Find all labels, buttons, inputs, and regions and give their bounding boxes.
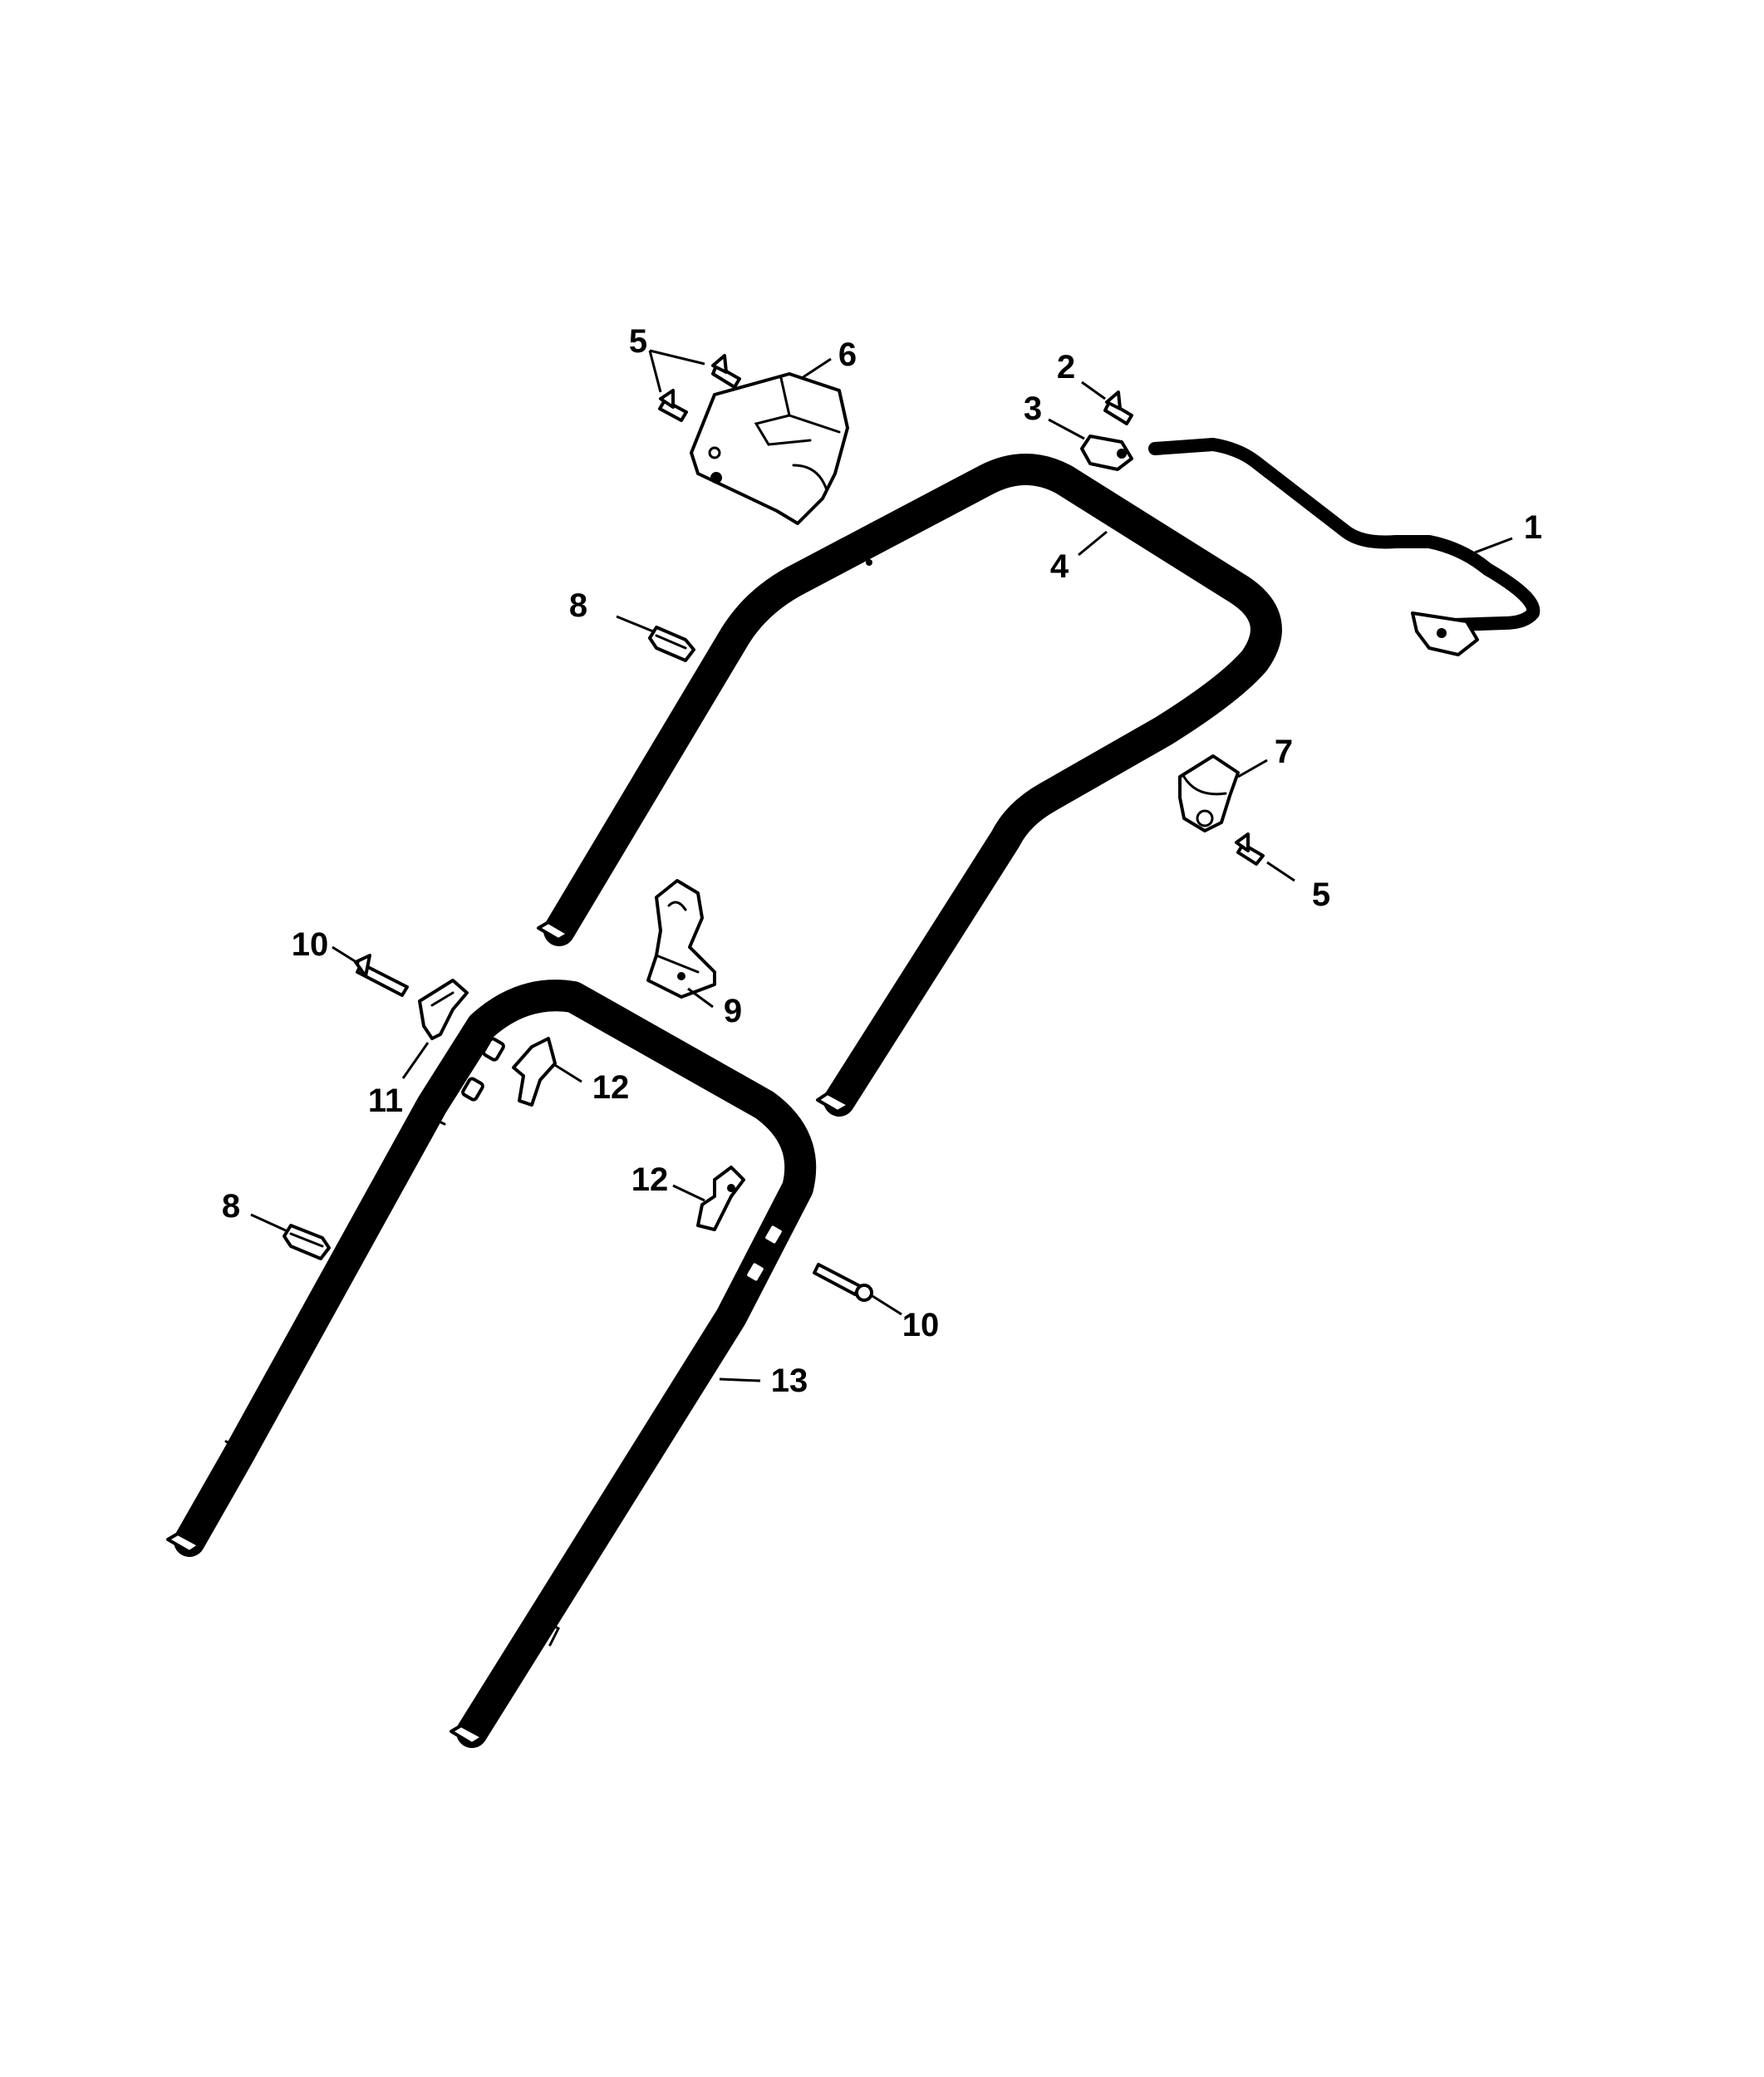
knob-part-12-lower: [696, 1166, 745, 1231]
callout-12a-label: 12: [592, 1069, 630, 1106]
callout-3-label: 3: [1024, 390, 1042, 427]
callout-9-label: 9: [724, 993, 742, 1029]
clip-part-11: [418, 979, 469, 1040]
callout-10a-label: 10: [292, 926, 329, 963]
callout-2: 2: [1057, 349, 1106, 400]
cover-part-6: [690, 372, 849, 525]
upper-handle-bar: [537, 454, 1282, 1117]
callout-4: 4: [1050, 530, 1108, 585]
screw-part-5-b: [658, 389, 688, 422]
callout-1-label: 1: [1524, 509, 1542, 546]
bracket-part-9: [646, 879, 716, 999]
callout-8a-label: 8: [569, 587, 587, 624]
callout-5a: 5: [629, 323, 705, 393]
callout-8b-label: 8: [222, 1188, 240, 1225]
callout-13-label: 13: [771, 1363, 808, 1399]
callout-10a: 10: [292, 926, 360, 965]
callout-1: 1: [1474, 509, 1542, 554]
callout-5a-label: 5: [629, 323, 647, 360]
control-lever: [1148, 438, 1540, 656]
callout-7: 7: [1237, 734, 1293, 778]
callout-2-label: 2: [1057, 349, 1075, 385]
screw-part-5-a: [711, 354, 741, 389]
screw-part-5-c: [1235, 832, 1265, 866]
callout-5b-label: 5: [1312, 876, 1330, 913]
callout-8a: 8: [569, 587, 654, 633]
bolt-part-10-right: [813, 1263, 873, 1302]
callout-9: 9: [687, 987, 742, 1029]
callout-8b: 8: [222, 1188, 288, 1233]
callout-12a: 12: [554, 1063, 630, 1106]
callout-11-label: 11: [368, 1083, 403, 1119]
callout-6: 6: [801, 336, 857, 380]
plug-part-8-upper: [648, 626, 695, 662]
callout-10b-label: 10: [902, 1307, 940, 1343]
callout-7-label: 7: [1275, 734, 1293, 770]
callout-4-label: 4: [1050, 548, 1069, 585]
screw-part-2: [1103, 390, 1133, 425]
callout-13: 13: [719, 1363, 808, 1399]
callout-10b: 10: [872, 1294, 940, 1343]
clamp-part-7: [1178, 754, 1240, 832]
knob-part-12-upper: [512, 1037, 557, 1107]
callout-3: 3: [1024, 390, 1085, 440]
callout-5b: 5: [1266, 861, 1330, 913]
callout-12b-label: 12: [631, 1161, 669, 1198]
bushing-part-3: [1080, 435, 1133, 471]
plug-part-8-lower: [283, 1224, 331, 1260]
bolt-part-10-left: [354, 954, 409, 997]
callout-11: 11: [368, 1042, 430, 1119]
callout-6-label: 6: [838, 336, 857, 373]
lower-handle-bar: [166, 980, 817, 1748]
callout-12b: 12: [631, 1161, 705, 1202]
